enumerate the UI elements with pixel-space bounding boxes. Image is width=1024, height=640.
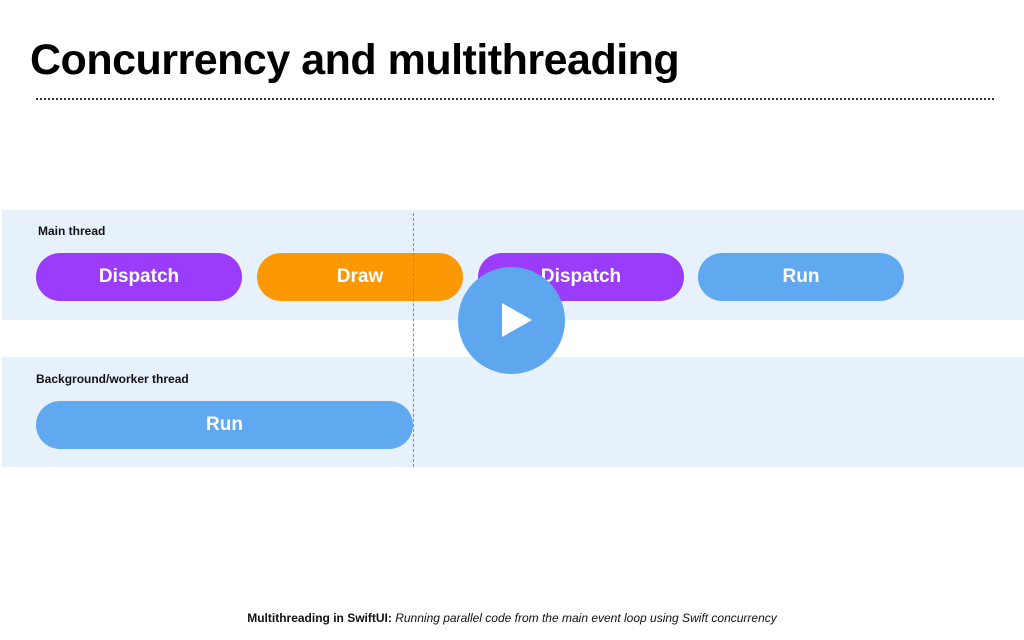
main-task-run[interactable]: Run xyxy=(698,253,904,301)
play-icon xyxy=(502,303,532,337)
play-button[interactable] xyxy=(458,267,565,374)
background-task-run[interactable]: Run xyxy=(36,401,413,449)
main-thread-label: Main thread xyxy=(38,224,106,238)
background-thread-label: Background/worker thread xyxy=(36,372,189,386)
main-task-draw[interactable]: Draw xyxy=(257,253,463,301)
sync-marker-line xyxy=(413,213,414,467)
caption-subtitle: Running parallel code from the main even… xyxy=(395,611,777,625)
caption-title: Multithreading in SwiftUI: xyxy=(247,611,392,625)
title-divider xyxy=(36,98,994,100)
page-title: Concurrency and multithreading xyxy=(30,36,680,84)
main-task-dispatch-1[interactable]: Dispatch xyxy=(36,253,242,301)
slide-caption: Multithreading in SwiftUI: Running paral… xyxy=(0,611,1024,625)
